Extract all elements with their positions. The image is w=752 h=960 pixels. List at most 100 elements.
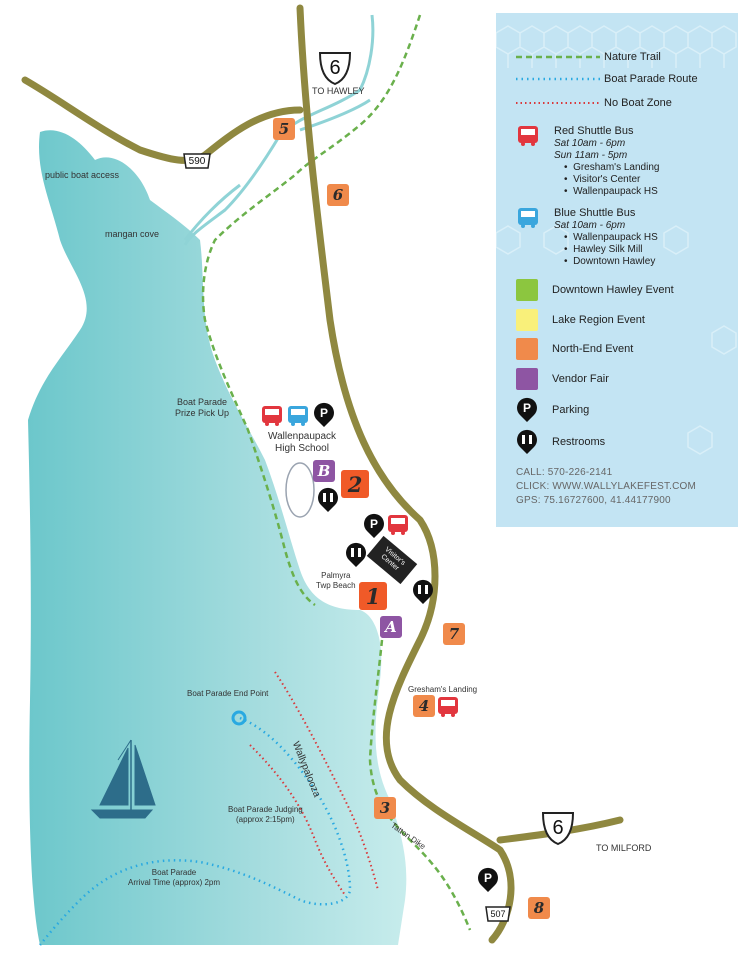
sailboat-icon [90, 739, 156, 819]
legend-lake-region: Lake Region Event [516, 309, 645, 331]
parking-icon[interactable]: P [362, 513, 386, 538]
legend-nature-trail: Nature Trail [516, 51, 661, 63]
blue-bus-icon[interactable] [286, 404, 310, 428]
event-marker-4[interactable]: 4 [413, 695, 435, 717]
lake-region-swatch [516, 309, 538, 331]
blue-bus-stop: • Wallenpaupack HS [564, 232, 658, 243]
vendor-fair-label: Vendor Fair [552, 373, 609, 385]
red-bus-icon[interactable] [436, 695, 460, 719]
restroom-icon [517, 429, 537, 454]
restroom-icon[interactable] [411, 579, 435, 604]
svg-text:P: P [370, 517, 378, 531]
dashed-line-icon [516, 55, 600, 59]
legend-nature-trail-label: Nature Trail [604, 51, 661, 63]
to-hawley-label: TO HAWLEY [312, 86, 365, 96]
event-marker-1[interactable]: 1 [359, 582, 387, 610]
route-shield-icon [541, 812, 575, 846]
route-shield-icon [183, 153, 211, 169]
us6-north-number: 6 [329, 56, 341, 79]
us6-north-shield: 6 [317, 50, 353, 86]
boat-parade-end-label: Boat Parade End Point [187, 689, 269, 698]
svg-text:P: P [320, 406, 328, 420]
restroom-icon[interactable] [316, 487, 340, 512]
pa507-shield: 507 [484, 903, 512, 925]
vendor-marker-a[interactable]: A [380, 616, 402, 638]
red-bus-time: Sat 10am - 6pm [554, 138, 626, 149]
route-shield-icon [318, 52, 352, 86]
restroom-icon[interactable] [344, 542, 368, 567]
blue-bus-title: Blue Shuttle Bus [554, 207, 636, 219]
legend-downtown-hawley: Downtown Hawley Event [516, 279, 674, 301]
parking-icon[interactable]: P [476, 867, 500, 892]
north-end-swatch [516, 338, 538, 360]
map-legend: Nature Trail Boat Parade Route No Boat Z… [496, 13, 738, 527]
pa590-shield: 590 [182, 150, 212, 172]
route-shield-icon [485, 906, 511, 922]
red-bus-stop: • Wallenpaupack HS [564, 186, 658, 197]
legend-north-end: North-End Event [516, 338, 633, 360]
dotted-line-icon [516, 102, 600, 104]
legend-vendor-fair: Vendor Fair [516, 368, 609, 390]
prize-pick-up-label: Boat Parade Prize Pick Up [175, 397, 230, 418]
blue-bus-icon [518, 208, 538, 228]
legend-boat-parade-route: Boat Parade Route [516, 73, 698, 85]
red-bus-icon [518, 126, 538, 146]
legend-red-bus: Red Shuttle Bus Sat 10am - 6pm Sun 11am … [516, 125, 659, 198]
legend-parking: P Parking [516, 397, 589, 423]
us6-east-number: 6 [552, 816, 564, 839]
contact-gps: GPS: 75.16727600, 41.44177900 [516, 495, 671, 506]
no-boat-zone [249, 671, 379, 896]
downtown-hawley-swatch [516, 279, 538, 301]
red-bus-icon[interactable] [386, 513, 410, 537]
vendor-marker-b[interactable]: B [313, 460, 335, 482]
event-marker-5[interactable]: 5 [273, 118, 295, 140]
lake-wallenpaupack [28, 130, 407, 945]
red-bus-stop: • Visitor's Center [564, 174, 641, 185]
greshams-landing-label: Gresham's Landing [408, 685, 478, 694]
vendor-fair-swatch [516, 368, 538, 390]
red-bus-icon[interactable] [260, 404, 284, 428]
svg-text:P: P [484, 871, 492, 885]
event-marker-6[interactable]: 6 [327, 184, 349, 206]
event-marker-2[interactable]: 2 [341, 470, 369, 498]
wallenpaupack-hs-label: Wallenpaupack High School [268, 431, 337, 454]
contact-info: CALL: 570-226-2141 CLICK: WWW.WALLYLAKEF… [516, 466, 696, 508]
downtown-hawley-label: Downtown Hawley Event [552, 284, 674, 296]
blue-bus-time: Sat 10am - 6pm [554, 220, 626, 231]
boat-parade-judging-label: Boat Parade Judging (approx 2:15pm) [228, 805, 303, 824]
restrooms-label: Restrooms [552, 436, 606, 448]
pa507-number: 507 [490, 909, 506, 919]
boat-parade-route [39, 716, 352, 946]
school-track [285, 462, 315, 518]
boat-parade-arrival-label: Boat Parade Arrival Time (approx) 2pm [128, 868, 221, 887]
legend-restrooms: Restrooms [516, 429, 605, 455]
legend-no-boat-zone-label: No Boat Zone [604, 97, 672, 109]
event-marker-3[interactable]: 3 [374, 797, 396, 819]
blue-bus-stop: • Downtown Hawley [564, 256, 656, 267]
svg-text:P: P [523, 401, 531, 415]
parking-icon[interactable]: P [312, 402, 336, 427]
parking-icon: P [517, 397, 537, 422]
mangan-cove-label: mangan cove [105, 229, 160, 239]
legend-no-boat-zone: No Boat Zone [516, 97, 672, 109]
us6-east-shield: 6 [540, 810, 576, 846]
boat-parade-end-point [231, 710, 247, 726]
red-bus-title: Red Shuttle Bus [554, 125, 634, 137]
red-bus-time: Sun 11am - 5pm [554, 150, 628, 161]
legend-boat-parade-route-label: Boat Parade Route [604, 73, 698, 85]
public-boat-access-label: public boat access [45, 170, 120, 180]
dotted-line-icon [516, 77, 600, 81]
event-marker-7[interactable]: 7 [443, 623, 465, 645]
to-milford-label: TO MILFORD [596, 843, 652, 853]
parking-label: Parking [552, 404, 590, 416]
legend-blue-bus: Blue Shuttle Bus Sat 10am - 6pm • Wallen… [516, 207, 658, 268]
north-end-label: North-End Event [552, 343, 634, 355]
contact-call: CALL: 570-226-2141 [516, 467, 613, 478]
blue-bus-stop: • Hawley Silk Mill [564, 244, 643, 255]
lake-region-label: Lake Region Event [552, 314, 645, 326]
red-bus-stop: • Gresham's Landing [564, 162, 660, 173]
pa590-number: 590 [188, 155, 206, 167]
contact-website[interactable]: CLICK: WWW.WALLYLAKEFEST.COM [516, 481, 697, 492]
event-marker-8[interactable]: 8 [528, 897, 550, 919]
palmyra-beach-label: Palmyra Twp Beach [316, 571, 356, 590]
